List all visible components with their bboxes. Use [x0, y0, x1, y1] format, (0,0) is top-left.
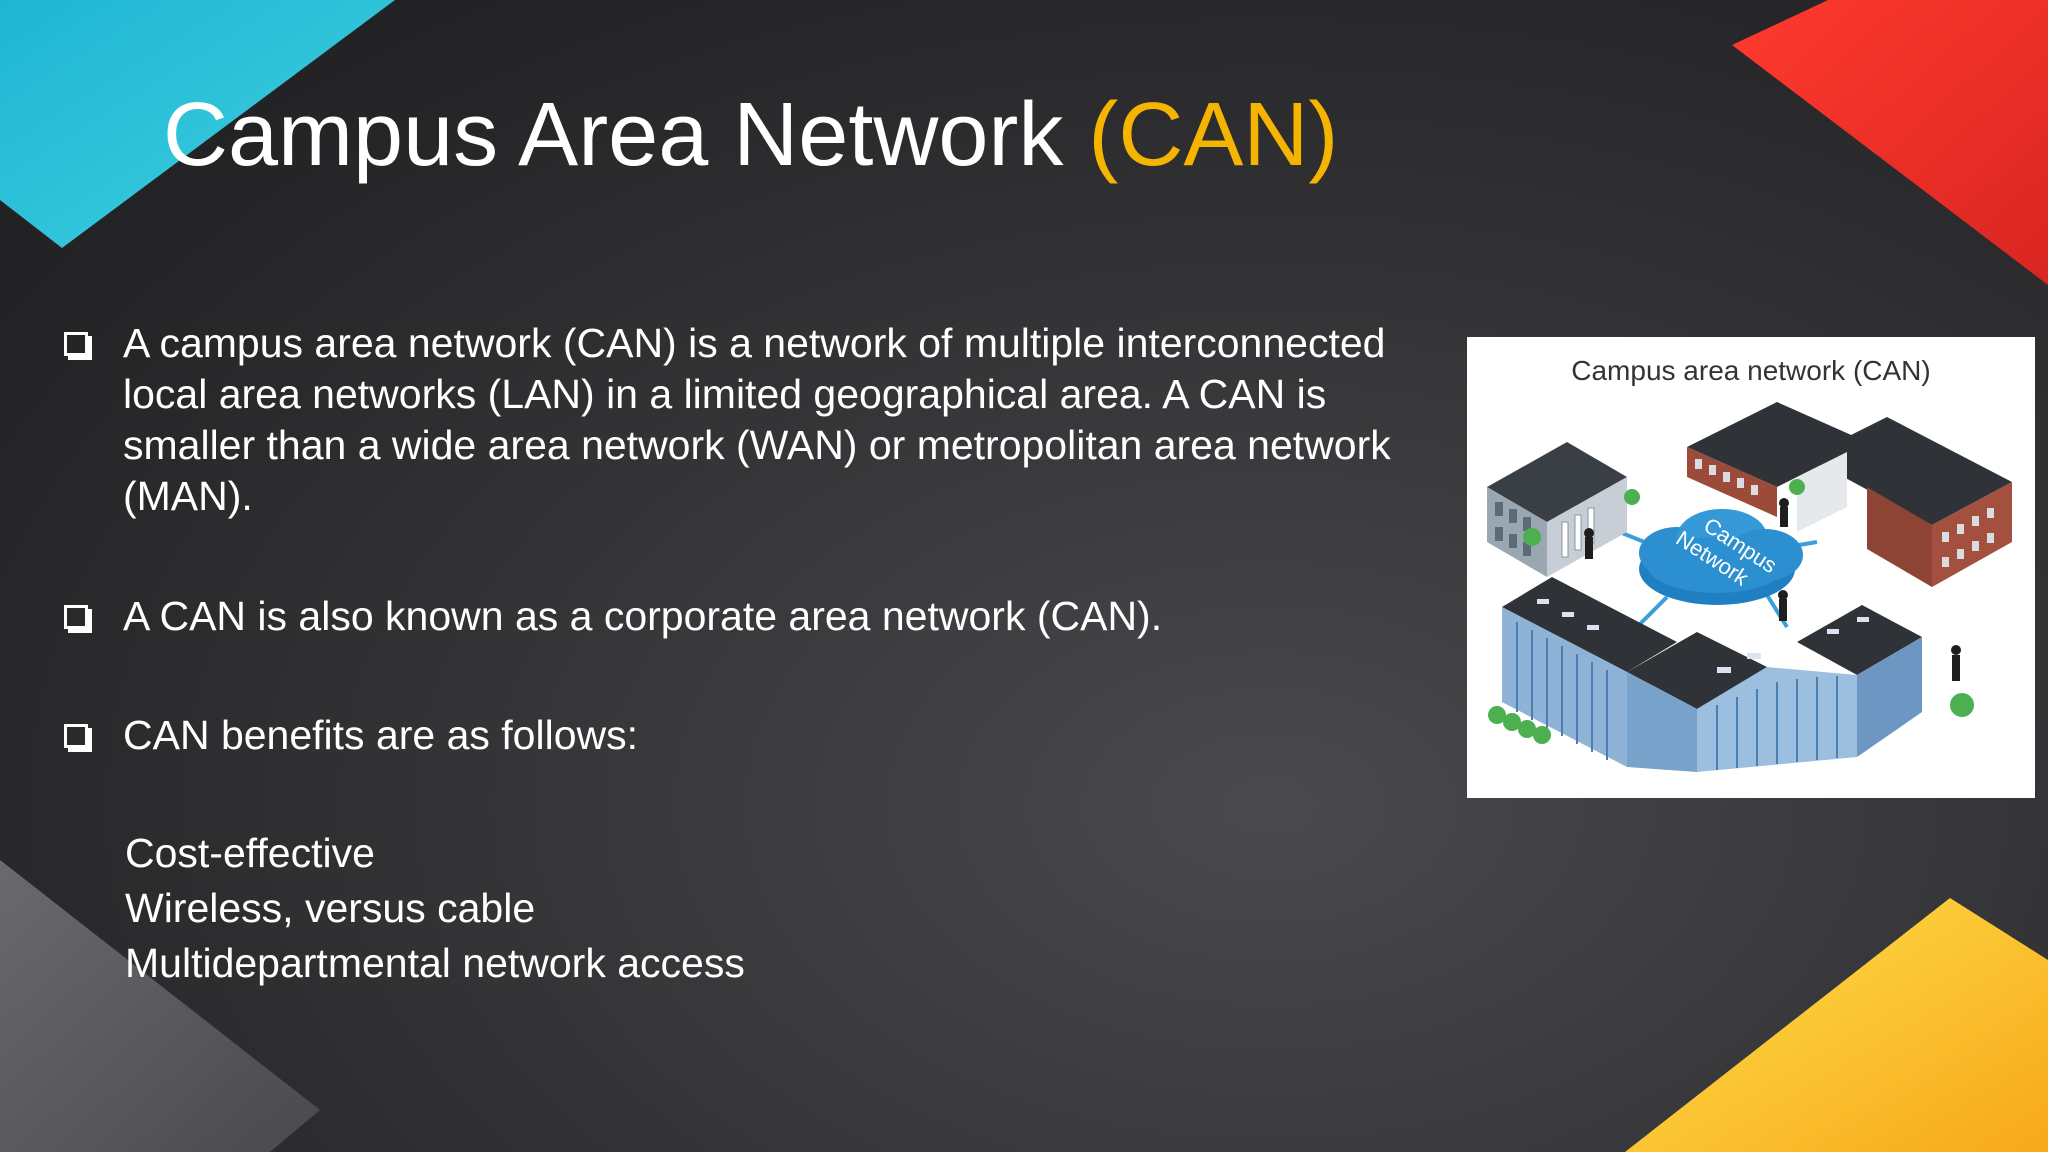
network-cloud-icon — [1639, 509, 1803, 605]
benefits-list: Cost-effective Wireless, versus cable Mu… — [125, 826, 745, 991]
slide-title: Campus Area Network (CAN) — [163, 86, 1338, 185]
title-accent: (CAN) — [1088, 85, 1339, 185]
figure-caption: Campus area network (CAN) — [1571, 355, 1931, 386]
corner-red-triangle — [1732, 0, 2048, 285]
hollow-square-bullet-icon — [64, 332, 88, 356]
bullet-definition: A campus area network (CAN) is a network… — [64, 318, 1394, 522]
bullet-text: CAN benefits are as follows: — [123, 712, 639, 758]
bullet-alias: A CAN is also known as a corporate area … — [64, 591, 1394, 642]
benefit-item: Cost-effective — [125, 830, 375, 876]
benefit-item: Wireless, versus cable — [125, 885, 536, 931]
corner-yellow-triangle — [1625, 898, 2048, 1152]
hollow-square-bullet-icon — [64, 724, 88, 748]
campus-drawing: Campus Network — [1487, 402, 2012, 772]
title-main: Campus Area Network — [163, 85, 1089, 185]
campus-network-illustration: Campus area network (CAN) — [1467, 337, 2035, 798]
corner-cyan-triangle — [0, 0, 395, 248]
trees — [1488, 479, 1974, 744]
building-dormitory — [1687, 402, 2012, 587]
hollow-square-bullet-icon — [64, 605, 88, 629]
bullet-text: A CAN is also known as a corporate area … — [123, 593, 1163, 639]
bullet-text: A campus area network (CAN) is a network… — [123, 320, 1391, 519]
graduate-figures — [1584, 498, 1961, 681]
building-campus-main — [1502, 577, 1922, 772]
building-library — [1487, 442, 1627, 577]
corner-gray-triangle — [0, 860, 320, 1152]
bullet-benefits: CAN benefits are as follows: — [64, 710, 1394, 761]
benefit-item: Multidepartmental network access — [125, 940, 745, 986]
